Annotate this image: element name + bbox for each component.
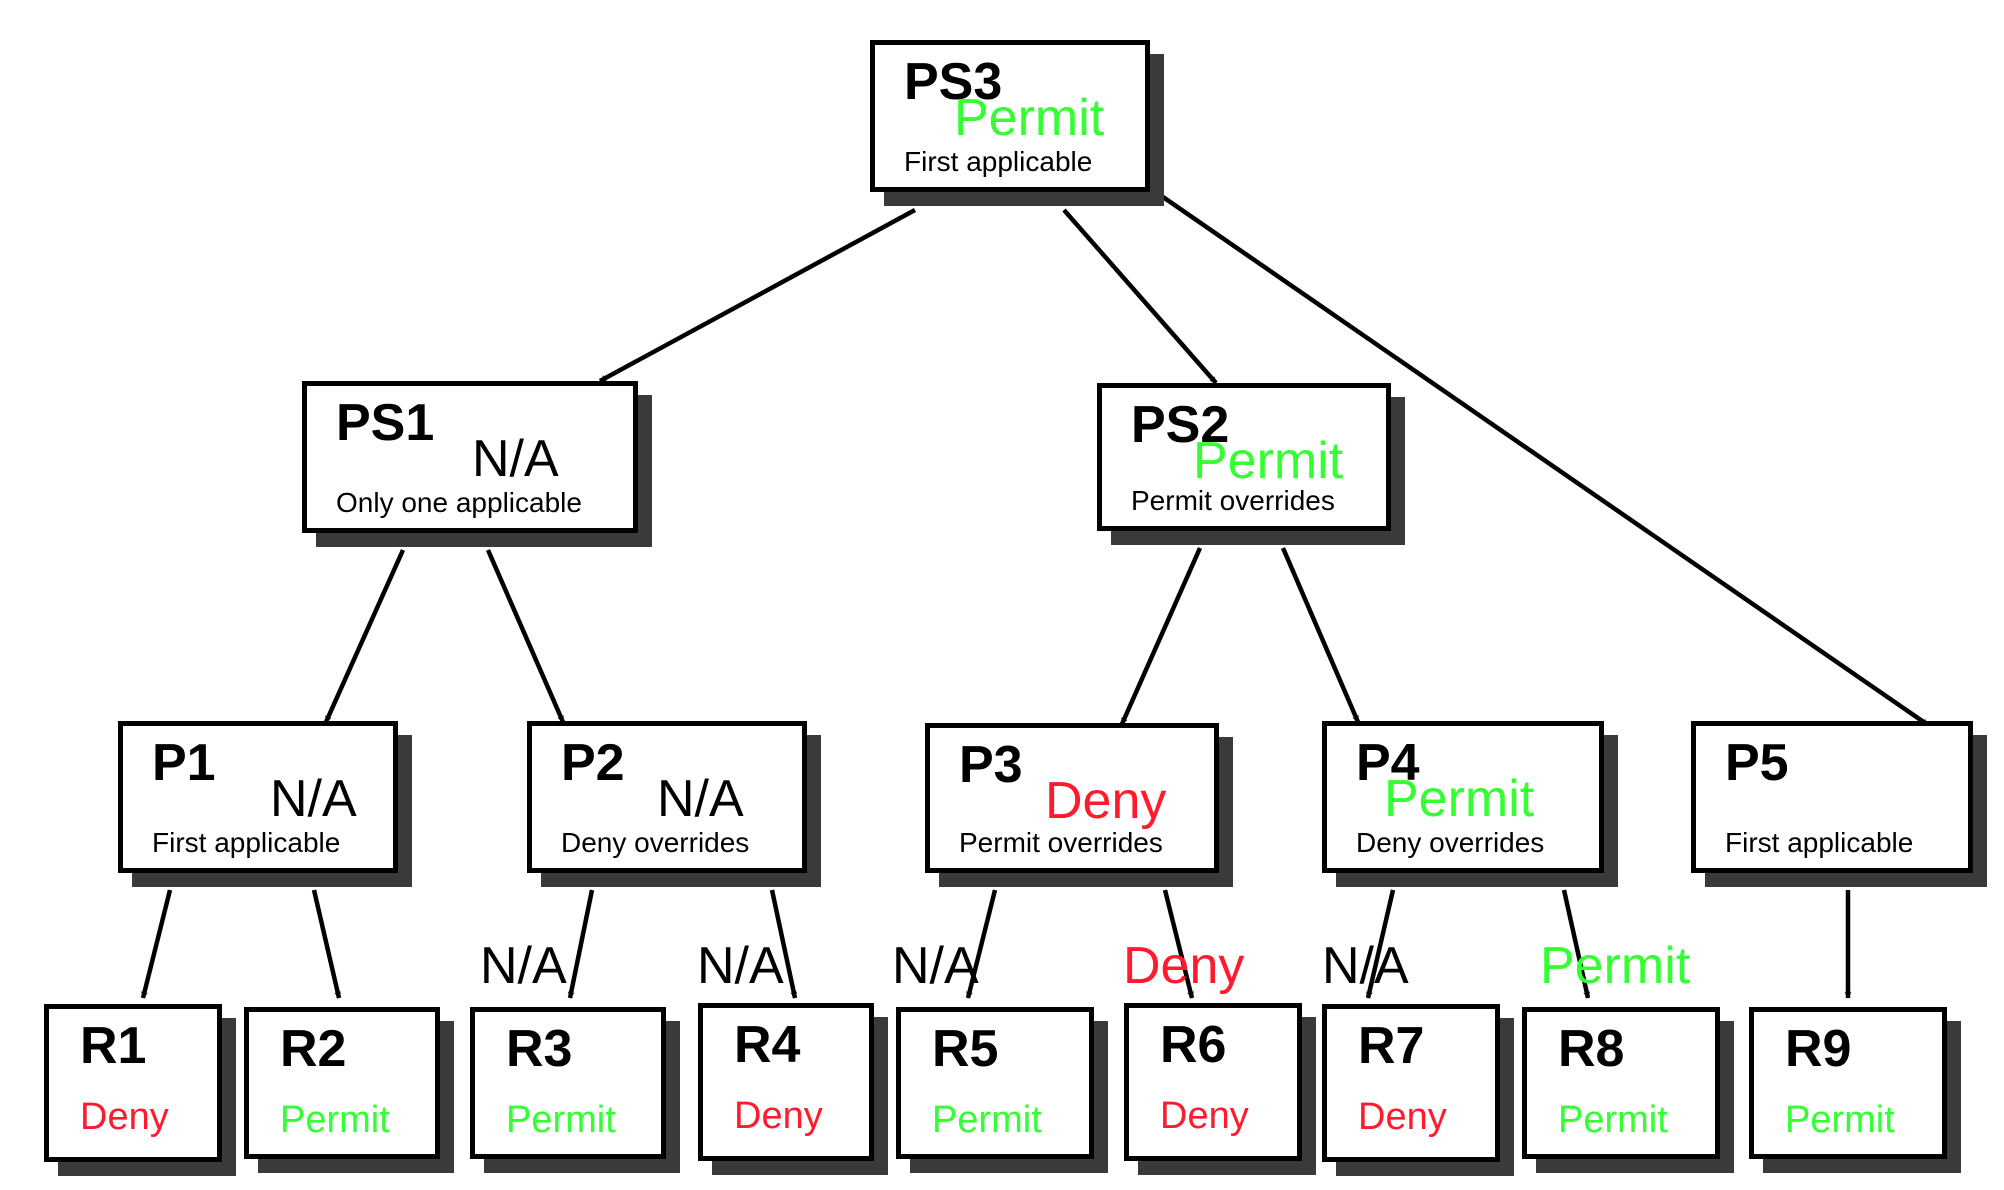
rule-effect-label: Permit bbox=[932, 1099, 1042, 1141]
node-name: P3 bbox=[959, 736, 1023, 794]
node-name: R2 bbox=[280, 1020, 347, 1078]
node-name: R8 bbox=[1558, 1020, 1625, 1078]
decision-label: Permit bbox=[954, 89, 1105, 147]
node-box bbox=[1691, 721, 1973, 873]
edge-ps1-to-p2 bbox=[485, 549, 566, 723]
combining-algorithm-label: Permit overrides bbox=[959, 827, 1163, 858]
node-box bbox=[470, 1007, 666, 1159]
edge-p4-to-r8 bbox=[1561, 889, 1591, 999]
node-box bbox=[1522, 1007, 1720, 1159]
node-box bbox=[925, 723, 1219, 873]
combining-algorithm-label: Only one applicable bbox=[336, 487, 582, 518]
combining-algorithm-label: First applicable bbox=[904, 146, 1093, 177]
rule-effect-label: Deny bbox=[734, 1095, 823, 1137]
node-box bbox=[1322, 721, 1604, 873]
node-name: R5 bbox=[932, 1020, 999, 1078]
node-name: R4 bbox=[734, 1016, 801, 1074]
rule-result-label: N/A bbox=[697, 937, 784, 995]
node-name: PS2 bbox=[1131, 396, 1230, 454]
node-box bbox=[698, 1003, 874, 1161]
edge-ps1-to-p1 bbox=[323, 549, 406, 723]
edge-p3-to-r6 bbox=[1162, 889, 1195, 999]
combining-algorithm-label: First applicable bbox=[152, 827, 341, 858]
combining-algorithm-label: Permit overrides bbox=[1131, 485, 1335, 516]
rule-effect-label: Permit bbox=[1785, 1099, 1895, 1141]
edge-p1-to-r2 bbox=[311, 889, 342, 999]
edge-ps3-to-p5 bbox=[1161, 195, 1930, 727]
node-box bbox=[527, 721, 807, 873]
node-box bbox=[118, 721, 398, 873]
node-box bbox=[1097, 383, 1391, 531]
node-name: P1 bbox=[152, 734, 216, 792]
edge-ps3-to-ps1 bbox=[598, 208, 917, 383]
combining-algorithm-label: Deny overrides bbox=[561, 827, 750, 858]
edge-ps2-to-p3 bbox=[1119, 547, 1203, 725]
edge-p2-to-r4 bbox=[769, 889, 798, 999]
decision-label: N/A bbox=[270, 770, 357, 828]
node-name: PS3 bbox=[904, 53, 1003, 111]
node-box bbox=[44, 1004, 222, 1162]
rule-result-label: N/A bbox=[1322, 937, 1409, 995]
node-name: P5 bbox=[1725, 734, 1789, 792]
node-name: R1 bbox=[80, 1017, 147, 1075]
edge-ps2-to-p4 bbox=[1280, 547, 1361, 723]
edge-p1-to-r1 bbox=[140, 889, 173, 999]
rule-effect-label: Permit bbox=[506, 1099, 616, 1141]
node-box bbox=[896, 1007, 1094, 1159]
rule-effect-label: Deny bbox=[80, 1096, 169, 1138]
node-name: R3 bbox=[506, 1020, 573, 1078]
rule-result-label: N/A bbox=[480, 937, 567, 995]
node-box bbox=[1749, 1007, 1947, 1159]
rule-effect-label: Permit bbox=[1558, 1099, 1668, 1141]
rule-effect-label: Permit bbox=[280, 1099, 390, 1141]
decision-label: N/A bbox=[472, 430, 559, 488]
node-name: P4 bbox=[1356, 734, 1420, 792]
rule-result-label: N/A bbox=[892, 937, 979, 995]
node-box bbox=[1322, 1004, 1500, 1162]
node-name: R9 bbox=[1785, 1020, 1852, 1078]
node-box bbox=[302, 381, 638, 533]
edge-p2-to-r3 bbox=[567, 889, 595, 999]
decision-label: Permit bbox=[1384, 770, 1535, 828]
edge-p3-to-r5 bbox=[965, 889, 998, 999]
combining-algorithm-label: Deny overrides bbox=[1356, 827, 1545, 858]
decision-label: N/A bbox=[657, 770, 744, 828]
decision-label: Deny bbox=[1045, 772, 1167, 830]
node-name: P2 bbox=[561, 734, 625, 792]
node-name: R6 bbox=[1160, 1016, 1227, 1074]
rule-effect-label: Deny bbox=[1160, 1095, 1249, 1137]
node-name: R7 bbox=[1358, 1017, 1425, 1075]
node-box bbox=[244, 1007, 440, 1159]
edge-p4-to-r7 bbox=[1365, 889, 1396, 999]
combining-algorithm-label: First applicable bbox=[1725, 827, 1914, 858]
rule-result-label: Permit bbox=[1540, 937, 1691, 995]
node-name: PS1 bbox=[336, 394, 435, 452]
node-box bbox=[1124, 1003, 1302, 1161]
rule-result-label: Deny bbox=[1123, 937, 1245, 995]
edge-ps3-to-ps2 bbox=[1062, 208, 1218, 385]
rule-effect-label: Deny bbox=[1358, 1096, 1447, 1138]
node-box bbox=[870, 40, 1150, 192]
decision-label: Permit bbox=[1193, 432, 1344, 490]
